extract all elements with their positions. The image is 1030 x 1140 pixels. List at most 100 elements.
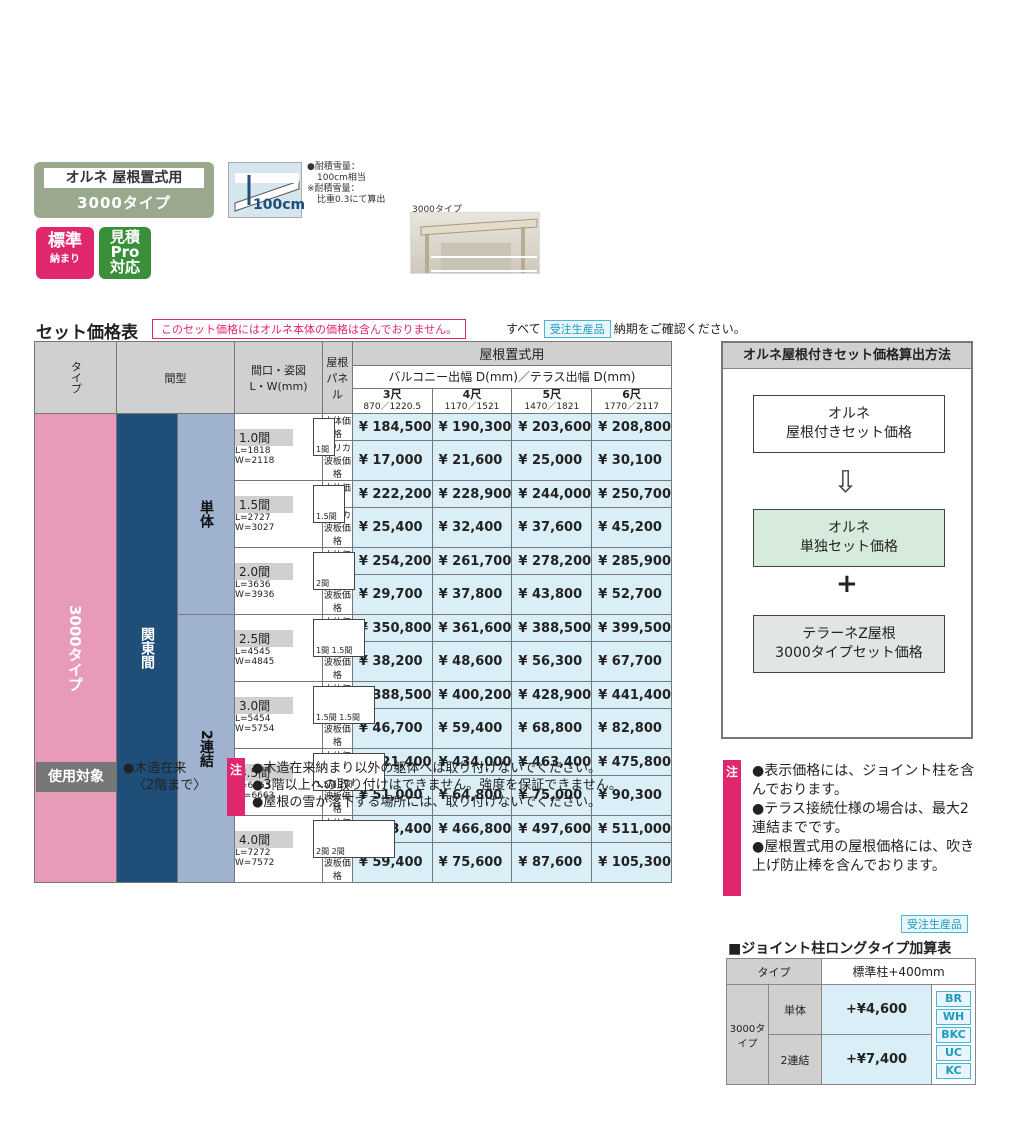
price-poly: ¥ 29,700 xyxy=(351,574,433,615)
header-roof: 屋根置式用 xyxy=(351,341,673,366)
usage-line1: ●木造在来 xyxy=(123,761,187,776)
price-main: ¥ 463,400 xyxy=(511,748,593,776)
price-main: ¥ 441,400 xyxy=(591,681,672,709)
product-name: オルネ 屋根置式用 xyxy=(44,168,204,188)
header-size-1: 間口・姿図 xyxy=(251,363,306,377)
joint-header-std: 標準柱+400mm xyxy=(821,958,976,985)
calc-box-single-price: オルネ 単独セット価格 xyxy=(753,509,945,567)
price-poly: ¥ 90,300 xyxy=(591,775,672,816)
section-note: このセット価格にはオルネ本体の価格は含んでおりません。 xyxy=(152,319,467,339)
price-main: ¥ 497,600 xyxy=(511,815,593,843)
frame-diagram-icon: 1間 1.5間 xyxy=(313,619,365,657)
joint-made-to-order-badge: 受注生産品 xyxy=(901,915,968,933)
down-arrow-icon: ⇩ xyxy=(833,465,859,500)
section-title: セット価格表 xyxy=(36,323,138,343)
price-poly: ¥ 48,600 xyxy=(431,641,513,682)
size-label: 4.0間 xyxy=(235,830,293,848)
col-name: 6尺 xyxy=(622,388,641,401)
color-code-wh: WH xyxy=(936,1008,971,1025)
size-w: W=3936 xyxy=(235,589,275,600)
col-name: 4尺 xyxy=(462,388,482,401)
price-main: ¥ 244,000 xyxy=(511,480,593,508)
usage-label: 使用対象 xyxy=(36,762,116,792)
pro-badge-3: 対応 xyxy=(109,258,140,276)
size-w: W=7572 xyxy=(235,857,275,868)
header-depth: バルコニー出幅 D(mm)／テラス出幅 D(mm) xyxy=(351,364,673,389)
price-main: ¥ 261,700 xyxy=(431,547,513,575)
header-type: タイプ xyxy=(34,341,117,414)
price-row-poly: ポリカ波板価格¥ 25,400¥ 32,400¥ 37,600¥ 45,200 xyxy=(35,507,672,548)
price-main: ¥ 400,200 xyxy=(431,681,513,709)
usage-note: ●木造在来納まり以外の躯体へは取り付けないでください。 xyxy=(252,761,601,776)
price-main: ¥ 428,900 xyxy=(511,681,593,709)
price-poly: ¥ 75,600 xyxy=(431,842,513,883)
snow-load-icon: 100cm xyxy=(228,162,306,218)
right-note: ●屋根置式用の屋根価格には、吹き上げ防止棒を含んでおります。 xyxy=(752,839,975,874)
col-name: 3尺 xyxy=(382,388,402,401)
price-main: ¥ 511,000 xyxy=(591,815,672,843)
col-dim: 870／1220.5 xyxy=(363,402,422,412)
usage-note: ●屋根の雪が落下する場所には、取り付けないでください。 xyxy=(252,795,601,810)
frame-diagram-icon: 1.5間 xyxy=(313,485,345,523)
size-w: W=6663 xyxy=(235,790,275,801)
col-name: 5尺 xyxy=(542,388,562,401)
price-main: ¥ 399,500 xyxy=(591,614,672,642)
frame-diagram-icon: 1.5間 1.5間 xyxy=(313,686,375,724)
snow-note-4: 比重0.3にて算出 xyxy=(317,195,386,205)
pro-badge: 見積 Pro 対応 xyxy=(99,227,151,279)
price-poly: ¥ 17,000 xyxy=(351,440,433,481)
price-poly: ¥ 32,400 xyxy=(431,507,513,548)
standard-badge-label: 標準 xyxy=(48,231,82,251)
size-w: W=2118 xyxy=(235,455,275,466)
size-l: L=4545 xyxy=(235,646,271,657)
size-w: W=5754 xyxy=(235,723,275,734)
usage-text: ●木造在来 〈2階まで〉 xyxy=(123,760,206,794)
photo-label: 3000タイプ xyxy=(412,205,462,215)
header-size: 間口・姿図 L・W(mm) xyxy=(234,341,323,414)
plus-icon: + xyxy=(836,569,858,599)
joint-row2-price: +¥7,400 xyxy=(821,1034,932,1085)
frame-diagram-label: 2間 2間 xyxy=(316,847,345,856)
double-text: 2連結 xyxy=(198,729,214,768)
calc-title: オルネ屋根付きセット価格算出方法 xyxy=(723,343,971,369)
price-main: ¥ 285,900 xyxy=(591,547,672,575)
color-code-uc: UC xyxy=(936,1044,971,1061)
price-main: ¥ 184,500 xyxy=(351,413,433,441)
snow-icon-label: 100cm xyxy=(253,197,306,213)
price-poly: ¥ 75,000 xyxy=(511,775,593,816)
price-row-poly: ポリカ波板価格¥ 51,000¥ 64,800¥ 75,000¥ 90,300 xyxy=(35,775,672,816)
col-dim: 1170／1521 xyxy=(444,402,500,412)
note-mark: 注 xyxy=(227,758,245,816)
col-dim: 1470／1821 xyxy=(524,402,580,412)
header-ken: 間型 xyxy=(116,341,235,414)
joint-header-type: タイプ xyxy=(725,958,823,985)
confirm-post: 納期をご確認ください。 xyxy=(613,322,746,336)
calc-box1-b: 屋根付きセット価格 xyxy=(786,425,912,441)
joint-table: タイプ 標準柱+400mm 3000タイプ 単体 +¥4,600 BR WH B… xyxy=(725,958,976,1085)
size-label: 3.0間 xyxy=(235,696,293,714)
price-main: ¥ 203,600 xyxy=(511,413,593,441)
price-main: ¥ 350,800 xyxy=(351,614,433,642)
snow-note-3: ※耐積雪量： xyxy=(307,184,360,194)
joint-type-name: 3000タイプ xyxy=(726,984,769,1085)
size-l: L=6363 xyxy=(235,780,271,791)
confirm-pre: すべて xyxy=(506,322,541,336)
frame-diagram-label: 1間 1.5間 xyxy=(316,646,353,655)
price-main: ¥ 208,800 xyxy=(591,413,672,441)
size-l: L=7272 xyxy=(235,847,271,858)
usage-line2: 〈2階まで〉 xyxy=(133,778,207,793)
type-name: 3000タイプ xyxy=(77,194,171,212)
size-l: L=3636 xyxy=(235,579,271,590)
product-photo xyxy=(410,212,540,274)
usage-notes: ●木造在来納まり以外の躯体へは取り付けないでください。 ●3階以上への取り付けは… xyxy=(252,760,622,811)
